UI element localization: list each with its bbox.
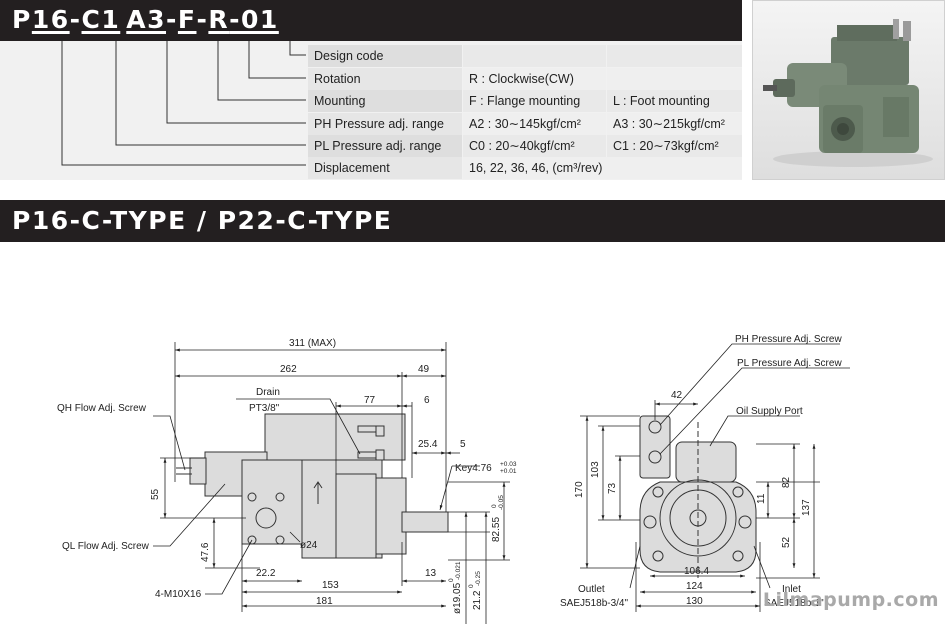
dim-47-6: 47.6	[200, 542, 211, 562]
code-segment: C1	[81, 5, 121, 34]
m10-label: 4-M10X16	[155, 589, 202, 600]
d82-tol-bottom: -0.05	[498, 495, 505, 510]
spec-label: Rotation	[308, 68, 462, 90]
dim-13: 13	[425, 568, 437, 579]
dim-42: 42	[671, 390, 683, 401]
dim-311: 311 (MAX)	[289, 338, 336, 349]
pt-label: PT3/8"	[249, 403, 280, 414]
code-segment: P	[12, 5, 32, 34]
code-leader-lines	[61, 41, 306, 166]
end-view: PH Pressure Adj. Screw PL Pressure Adj. …	[560, 334, 850, 612]
type-title: P16-C-TYPE / P22-C-TYPE	[12, 206, 393, 235]
dim-5: 5	[460, 439, 466, 450]
dim-25-4: 25.4	[418, 439, 438, 450]
outlet-standard: SAEJ518b-3/4"	[560, 598, 628, 609]
spec-value: L : Foot mounting	[607, 90, 742, 112]
key-tol-top: +0.03	[500, 461, 517, 468]
dim-73: 73	[607, 482, 618, 494]
dim-137: 137	[801, 499, 812, 516]
pump-photo	[752, 0, 945, 180]
spec-label: Mounting	[308, 90, 462, 112]
spec-value: R : Clockwise(CW)	[463, 68, 606, 90]
d82-tol-top: 0	[491, 504, 498, 508]
spec-table: Design code Rotation R : Clockwise(CW) M…	[0, 41, 742, 180]
key-tol-bottom: +0.01	[500, 468, 517, 475]
dim-130: 130	[686, 596, 703, 607]
spec-value	[463, 45, 606, 67]
code-segment: -01	[229, 5, 279, 34]
code-segment: -	[166, 5, 178, 34]
d21-tol-top: 0	[468, 584, 475, 588]
code-segment: F	[177, 5, 197, 34]
code-segment: -	[196, 5, 209, 34]
side-view: 311 (MAX) 262 49 77 6 25.4 5 Drain PT3/8…	[57, 338, 517, 624]
spec-row-displacement: Displacement 16, 22, 36, 46, (cm³/rev)	[308, 157, 742, 179]
dim-21-2: 21.2	[472, 590, 483, 610]
d19-tol-bottom: -0.021	[455, 561, 462, 580]
type-title-bar: P16-C-TYPE / P22-C-TYPE	[0, 200, 945, 242]
code-segment: A3	[126, 5, 167, 34]
inlet-label: Inlet	[782, 584, 801, 595]
dim-11: 11	[756, 493, 767, 504]
spec-value: A3 : 30∼215kgf/cm²	[607, 113, 742, 135]
oil-port-label: Oil Supply Port	[736, 406, 803, 417]
ph-screw-label: PH Pressure Adj. Screw	[735, 334, 842, 345]
dim-262: 262	[280, 364, 297, 375]
inlet-standard: SAEJ518b-1"	[764, 598, 824, 609]
code-segment: 16	[31, 5, 70, 34]
drawing-svg: 311 (MAX) 262 49 77 6 25.4 5 Drain PT3/8…	[57, 334, 850, 624]
spec-label: PH Pressure adj. range	[308, 113, 462, 135]
spec-value	[607, 68, 742, 90]
dim-6: 6	[424, 395, 430, 406]
d19-tol-top: 0	[448, 578, 455, 582]
dimension-drawing: 311 (MAX) 262 49 77 6 25.4 5 Drain PT3/8…	[0, 242, 945, 629]
drain-label: Drain	[256, 387, 280, 398]
dim-153: 153	[322, 580, 339, 591]
dim-170: 170	[574, 481, 585, 498]
dim-52: 52	[781, 536, 792, 548]
spec-row-rotation: Rotation R : Clockwise(CW)	[308, 68, 742, 90]
dim-106-4: 106.4	[684, 566, 709, 577]
spec-value: F : Flange mounting	[463, 90, 606, 112]
ql-screw-label: QL Flow Adj. Screw	[62, 541, 150, 552]
spec-row-design-code: Design code	[308, 45, 742, 67]
dim-124: 124	[686, 581, 703, 592]
dim-82-55: 82.55	[491, 517, 502, 542]
dim-55: 55	[150, 488, 161, 500]
dim-77: 77	[364, 395, 376, 406]
spec-row-ph-range: PH Pressure adj. range A2 : 30∼145kgf/cm…	[308, 113, 742, 135]
spec-label: Design code	[308, 45, 462, 67]
spec-row-pl-range: PL Pressure adj. range C0 : 20∼40kgf/cm²…	[308, 135, 742, 157]
dim-82: 82	[781, 476, 792, 488]
spec-value: C1 : 20∼73kgf/cm²	[607, 135, 742, 157]
code-segment: -	[69, 5, 82, 34]
spec-value: C0 : 20∼40kgf/cm²	[463, 135, 606, 157]
dim-49: 49	[418, 364, 430, 375]
dim-181: 181	[316, 596, 333, 607]
outlet-label: Outlet	[578, 584, 605, 595]
spec-value: A2 : 30∼145kgf/cm²	[463, 113, 606, 135]
dim-103: 103	[590, 461, 601, 478]
spec-label: PL Pressure adj. range	[308, 135, 462, 157]
phi-24: ø24	[300, 540, 318, 551]
spec-row-mounting: Mounting F : Flange mounting L : Foot mo…	[308, 90, 742, 112]
qh-screw-label: QH Flow Adj. Screw	[57, 403, 147, 414]
dim-phi-19-05: ø19.05	[452, 582, 463, 614]
pl-screw-label: PL Pressure Adj. Screw	[737, 358, 842, 369]
spec-value	[607, 45, 742, 67]
watermark: Lilmapump.com	[762, 589, 939, 611]
spec-value: 16, 22, 36, 46, (cm³/rev)	[463, 157, 742, 179]
spec-label: Displacement	[308, 157, 462, 179]
dim-22-2: 22.2	[256, 568, 276, 579]
code-segment: R	[208, 5, 230, 34]
key-label: Key4.76	[455, 463, 492, 474]
d21-tol-bottom: -0.25	[475, 571, 482, 586]
